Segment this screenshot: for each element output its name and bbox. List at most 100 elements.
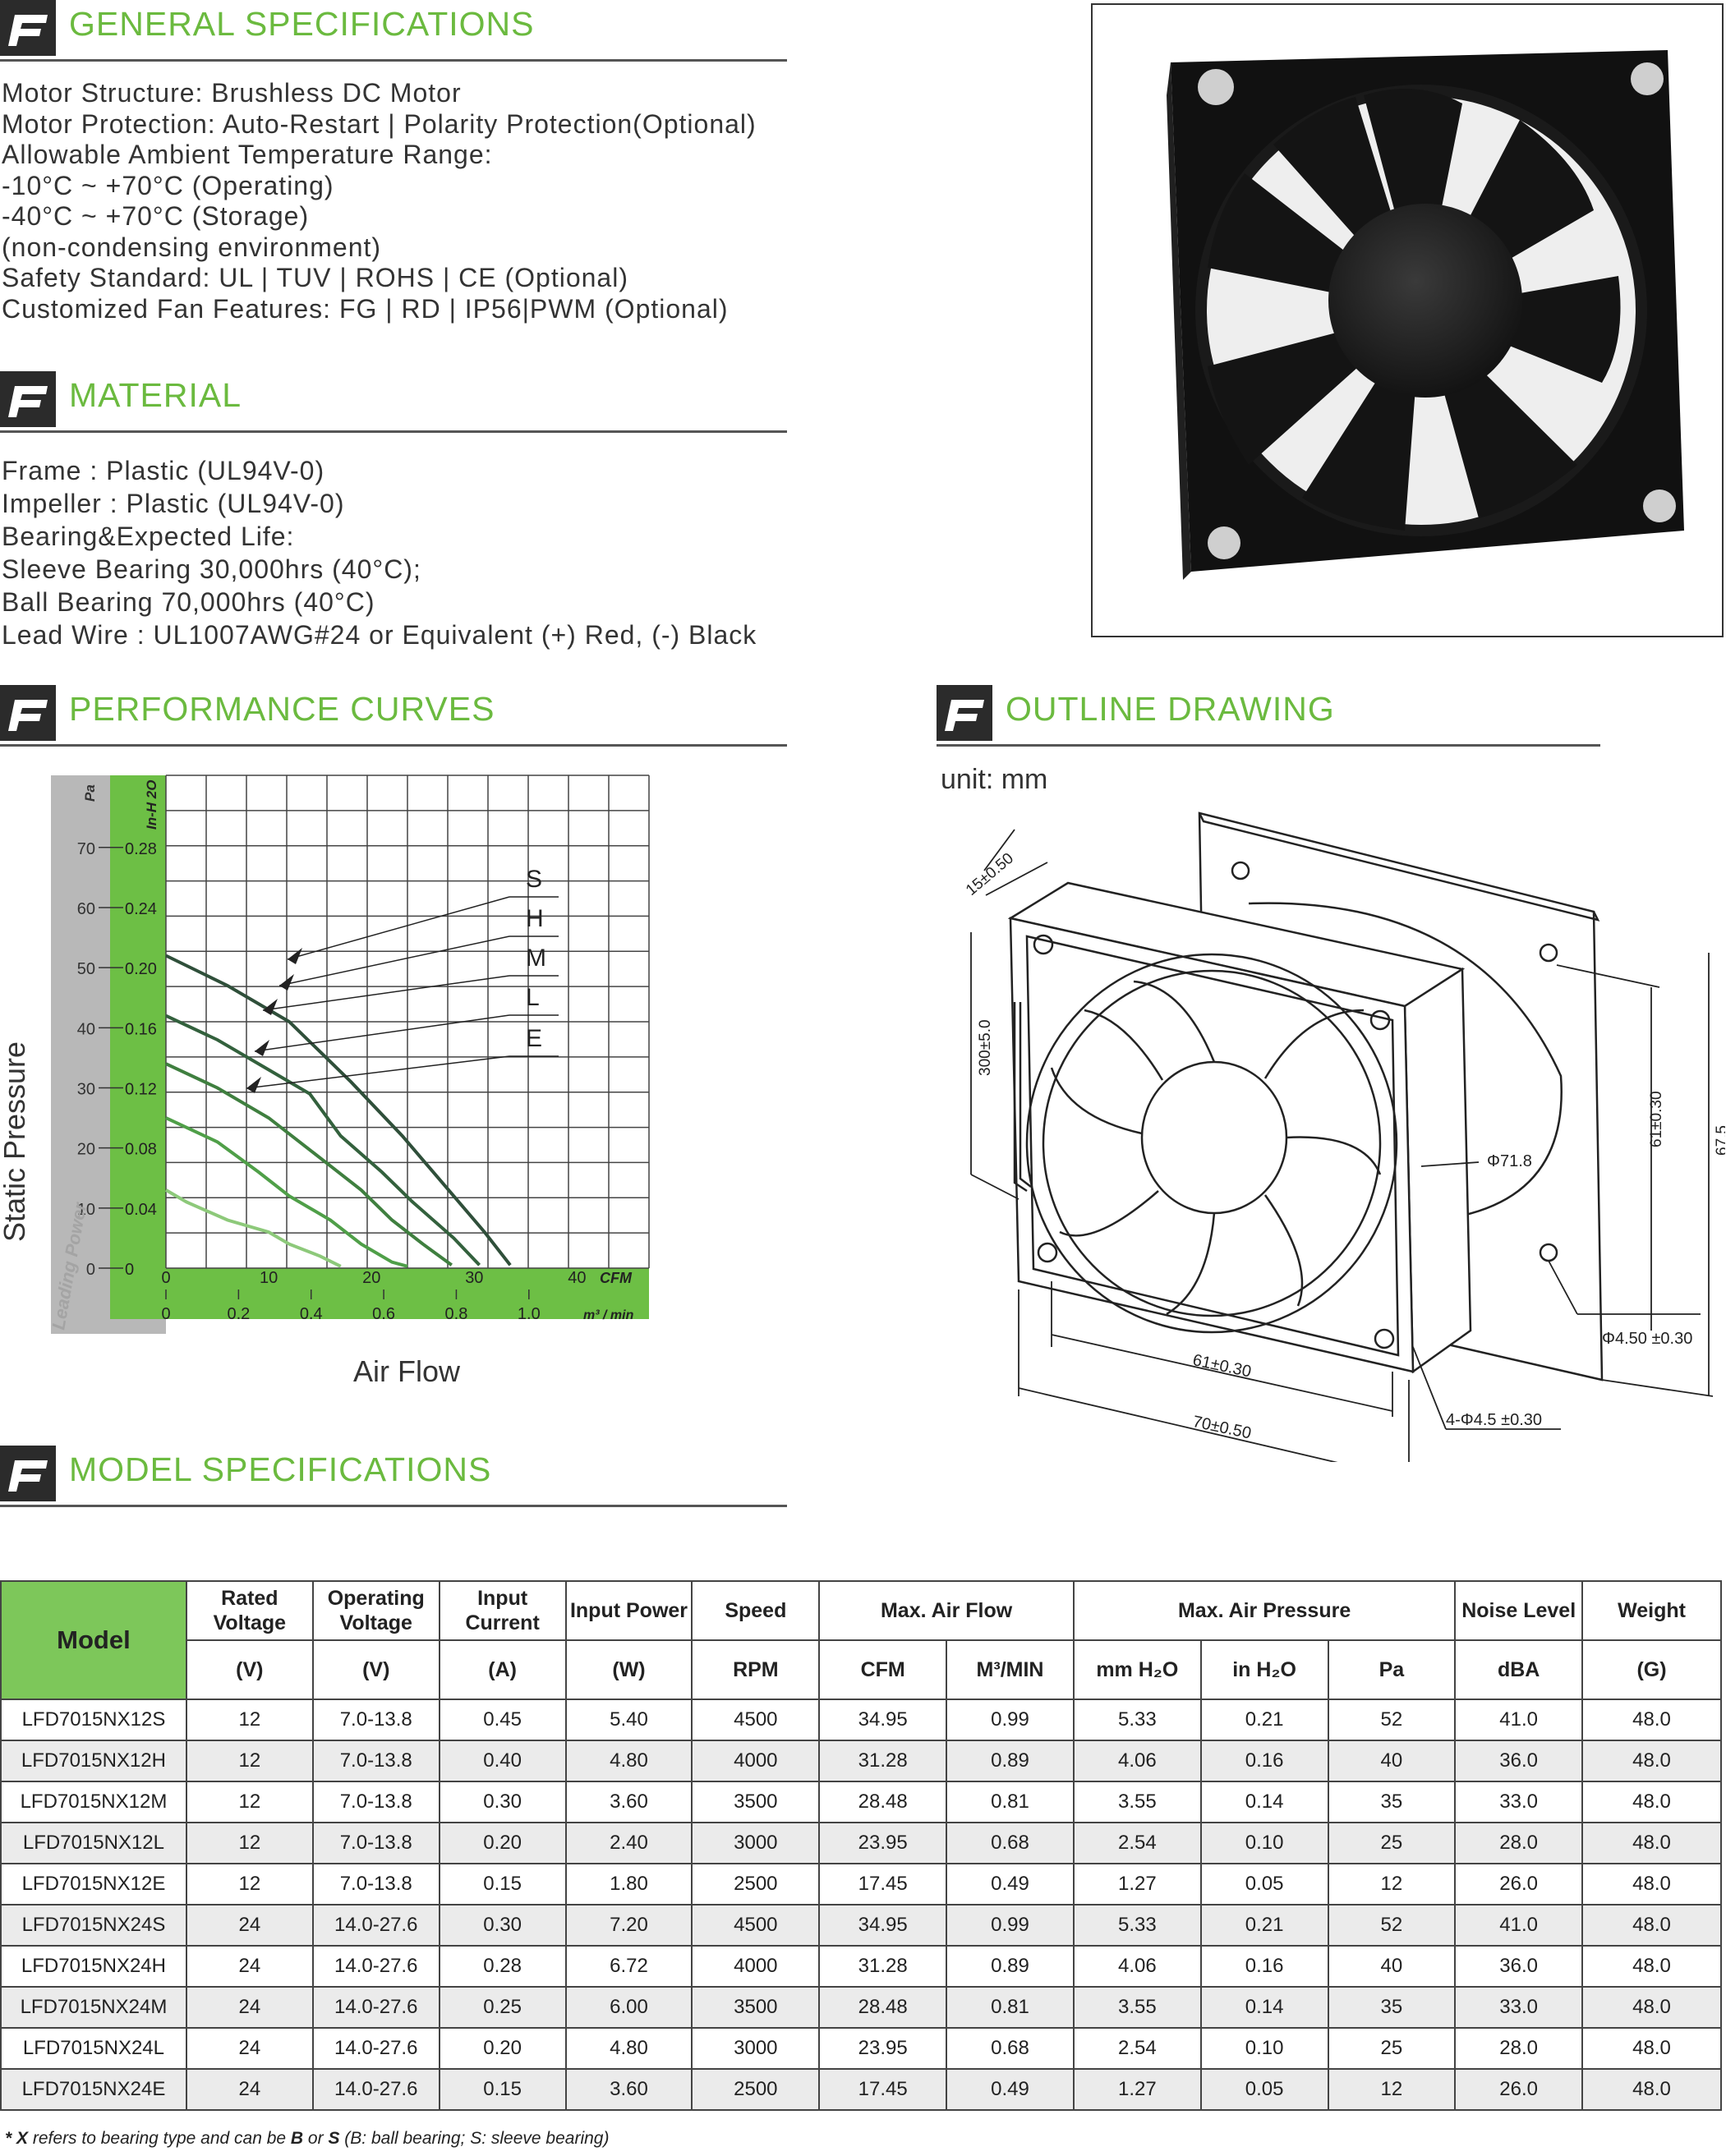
- th-unit: Pa: [1327, 1639, 1457, 1700]
- table-cell: 4.06: [1072, 1740, 1202, 1782]
- th-unit: RPM: [691, 1639, 821, 1700]
- model-spec-table: Model Rated Voltage Operating Voltage In…: [0, 1580, 1722, 2111]
- spec-line: Motor Structure: Brushless DC Motor: [2, 78, 462, 108]
- y-pa-tick-label: 40: [77, 1020, 95, 1038]
- footnote-star: *: [5, 2129, 12, 2148]
- chart-band-green: [110, 775, 166, 1268]
- x-m3-tick-label: 0.2: [227, 1305, 250, 1323]
- table-cell: 0.30: [438, 1781, 567, 1823]
- th-unit: (V): [311, 1639, 440, 1700]
- table-cell: 1.27: [1072, 1863, 1202, 1905]
- table-cell: 48.0: [1581, 1822, 1722, 1864]
- table-cell: 0.05: [1199, 2068, 1329, 2111]
- table-cell: 23.95: [818, 1822, 948, 1864]
- table-cell: 14.0-27.6: [311, 1904, 440, 1947]
- th-unit: (G): [1581, 1639, 1722, 1700]
- table-cell: 25: [1327, 2027, 1457, 2070]
- table-cell: 4.06: [1072, 1945, 1202, 1988]
- y-inh2o-tick-label: 0.24: [125, 900, 157, 918]
- footnote-text: (B: ball bearing; S: sleeve bearing): [339, 2129, 610, 2148]
- table-cell: 48.0: [1581, 1904, 1722, 1947]
- table-cell: 24: [185, 1904, 314, 1947]
- section-title: GENERAL SPECIFICATIONS: [69, 5, 535, 43]
- spec-line: Ball Bearing 70,000hrs (40°C): [2, 587, 375, 617]
- footnote-text: or: [303, 2129, 329, 2148]
- table-cell: 14.0-27.6: [311, 1945, 440, 1988]
- section-header-general: GENERAL SPECIFICATIONS: [0, 0, 787, 62]
- brand-logo-icon: [0, 685, 56, 741]
- section-header-performance: PERFORMANCE CURVES: [0, 685, 787, 747]
- table-cell: 48.0: [1581, 1863, 1722, 1905]
- legend-label-S: S: [526, 866, 542, 893]
- table-cell: 0.15: [438, 1863, 567, 1905]
- y-inh2o-tick-label: 0.28: [125, 840, 157, 858]
- table-cell: 31.28: [818, 1945, 948, 1988]
- table-cell: 24: [185, 2027, 314, 2070]
- table-cell: 24: [185, 1986, 314, 2029]
- table-cell: 36.0: [1454, 1740, 1584, 1782]
- table-cell: 0.05: [1199, 1863, 1329, 1905]
- table-cell: 0.99: [946, 1699, 1075, 1741]
- x-cfm-tick-label: 10: [260, 1269, 278, 1287]
- y-pa-tick-label: 0: [86, 1261, 95, 1279]
- section-title: PERFORMANCE CURVES: [69, 690, 495, 728]
- table-cell: 3.60: [564, 2068, 693, 2111]
- table-cell: 40: [1327, 1740, 1457, 1782]
- table-cell: 0.49: [946, 2068, 1075, 2111]
- table-cell: 5.33: [1072, 1904, 1202, 1947]
- table-cell: 1.27: [1072, 2068, 1202, 2111]
- model-cell: LFD7015NX12L: [0, 1822, 187, 1864]
- brand-logo-icon: [0, 371, 56, 427]
- x-cfm-unit-label: CFM: [600, 1270, 633, 1286]
- table-cell: 28.48: [818, 1781, 948, 1823]
- table-cell: 35: [1327, 1781, 1457, 1823]
- table-cell: 0.25: [438, 1986, 567, 2029]
- footnote-x: X: [16, 2129, 29, 2148]
- table-cell: 2500: [691, 1863, 821, 1905]
- model-cell: LFD7015NX24L: [0, 2027, 187, 2070]
- legend-label-M: M: [526, 945, 546, 972]
- table-cell: 34.95: [818, 1904, 948, 1947]
- y-pa-tick-label: 10: [77, 1201, 95, 1219]
- table-cell: 3000: [691, 1822, 821, 1864]
- table-cell: 0.20: [438, 1822, 567, 1864]
- table-cell: 14.0-27.6: [311, 2027, 440, 2070]
- dim-4-50: Φ4.50 ±0.30: [1602, 1330, 1692, 1348]
- table-cell: 14.0-27.6: [311, 1986, 440, 2029]
- table-cell: 17.45: [818, 2068, 948, 2111]
- legend-label-E: E: [526, 1025, 542, 1052]
- legend-arrow-icon: [246, 1077, 261, 1093]
- section-header-material: MATERIAL: [0, 371, 787, 433]
- y-inh2o-tick-label: 0.08: [125, 1141, 157, 1159]
- spec-line: Motor Protection: Auto-Restart | Polarit…: [2, 108, 757, 139]
- th-unit: mm H₂O: [1072, 1639, 1202, 1700]
- th-input-current: Input Current: [438, 1580, 567, 1641]
- table-cell: 28.0: [1454, 1822, 1584, 1864]
- table-cell: 31.28: [818, 1740, 948, 1782]
- legend-leader-line: [278, 935, 510, 986]
- table-cell: 4000: [691, 1740, 821, 1782]
- section-header-outline: OUTLINE DRAWING: [937, 685, 1600, 747]
- th-unit: M³/MIN: [946, 1639, 1075, 1700]
- table-cell: 48.0: [1581, 1699, 1722, 1741]
- table-cell: 0.16: [1199, 1740, 1329, 1782]
- table-cell: 0.81: [946, 1781, 1075, 1823]
- y-pa-tick-label: 70: [77, 840, 95, 858]
- section-title: OUTLINE DRAWING: [1006, 690, 1335, 728]
- th-max-air-pressure: Max. Air Pressure: [1072, 1580, 1457, 1641]
- th-model: Model: [0, 1580, 187, 1700]
- legend-leader-line: [254, 1014, 510, 1052]
- table-cell: 24: [185, 1945, 314, 1988]
- table-cell: 4000: [691, 1945, 821, 1988]
- th-noise-level: Noise Level: [1454, 1580, 1584, 1641]
- section-title: MATERIAL: [69, 376, 242, 414]
- table-cell: 7.0-13.8: [311, 1863, 440, 1905]
- legend-arrow-icon: [288, 948, 302, 964]
- th-unit: in H₂O: [1199, 1639, 1329, 1700]
- table-cell: 0.68: [946, 2027, 1075, 2070]
